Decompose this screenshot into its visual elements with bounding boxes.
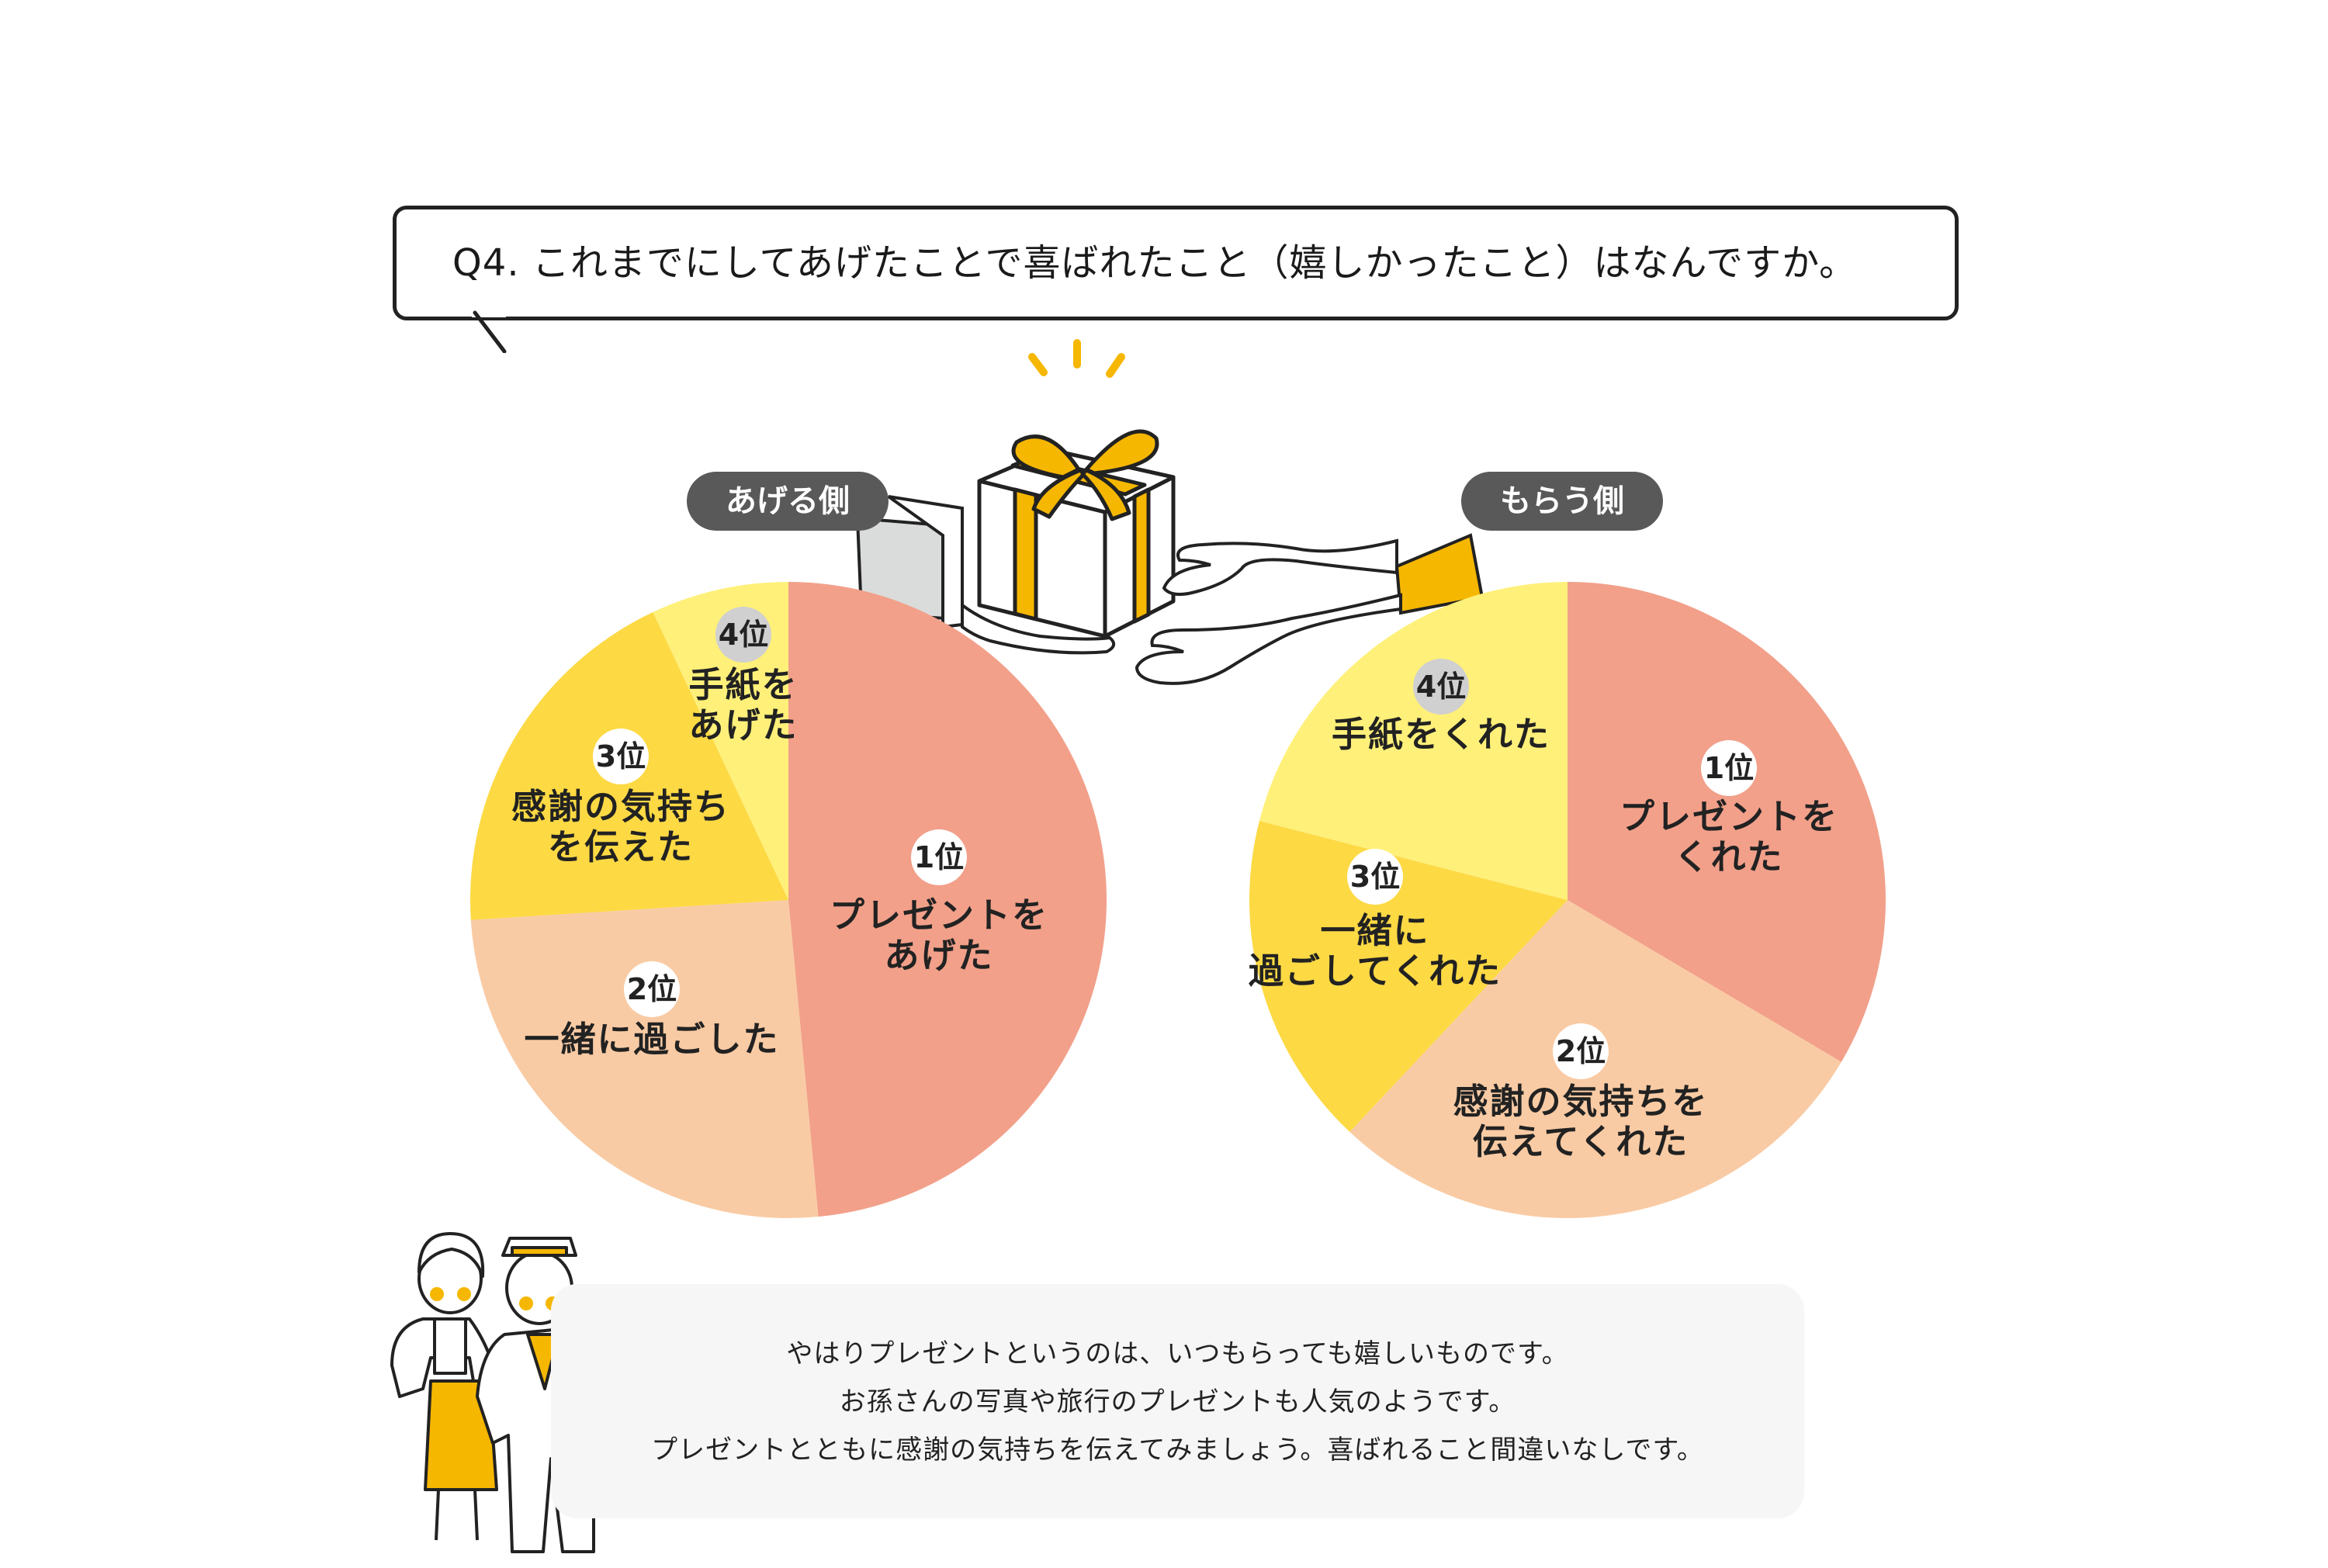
slice-label-1-1-1: プレゼントを (830, 895, 1048, 936)
rank-badge-1-3 (593, 729, 649, 784)
pie-slice-2-3 (1249, 821, 1568, 1132)
slice-label-1-3-2: を伝えた (548, 826, 694, 867)
comment-line-2: お孫さんの写真や旅行のプレゼントも人気のようです。 (839, 1386, 1516, 1417)
comment-box: やはりプレゼントというのは、いつもらっても嬉しいものです。 お孫さんの写真や旅行… (551, 1284, 1804, 1518)
rank-text-2-3: 3位 (1350, 860, 1400, 894)
rank-text-1-3: 3位 (596, 739, 646, 774)
rank-badge-2-4 (1413, 659, 1469, 715)
comment-line-3: プレゼントとともに感謝の気持ちを伝えてみましょう。喜ばれること間違いなしです。 (651, 1435, 1704, 1466)
slice-label-2-1-1: プレゼントを (1620, 796, 1838, 837)
rank-text-2-2: 2位 (1556, 1034, 1606, 1068)
rank-badge-2-2 (1553, 1023, 1609, 1079)
rank-text-1-2: 2位 (627, 972, 677, 1006)
rank-text-1-1: 1位 (914, 840, 964, 874)
rank-badge-2-3 (1347, 849, 1403, 905)
pie-slice-1-4 (653, 582, 788, 900)
receiver-side-label: もらう側 (1461, 472, 1663, 531)
question-box: Q4. これまでにしてあげたことで喜ばれたこと（嬉しかったこと）はなんですか。 (393, 206, 1959, 320)
pie-slice-1-1 (788, 582, 1107, 1217)
rank-text-2-1: 1位 (1704, 751, 1754, 785)
rank-text-2-4: 4位 (1416, 670, 1466, 704)
slice-label-1-4-2: あげた (688, 704, 798, 746)
rank-badge-1-2 (624, 961, 680, 1017)
comment-line-1: やはりプレゼントというのは、いつもらっても嬉しいものです。 (786, 1338, 1569, 1369)
slice-label-1-3-1: 感謝の気持ち (511, 786, 730, 827)
rank-text-1-4: 4位 (719, 618, 768, 652)
rank-badge-2-1 (1701, 740, 1757, 796)
slice-label-2-1-2: くれた (1674, 836, 1783, 877)
pie-slice-2-4 (1259, 582, 1568, 900)
giver-side-label: あげる側 (687, 472, 889, 531)
rank-badge-1-1 (911, 829, 967, 885)
pie-slice-1-2 (470, 900, 819, 1218)
slice-label-1-2-1: 一緒に過ごした (524, 1019, 779, 1060)
rank-badge-1-4 (715, 607, 771, 663)
slice-label-2-4-1: 手紙をくれた (1332, 714, 1550, 755)
question-text: Q4. これまでにしてあげたことで喜ばれたこと（嬉しかったこと）はなんですか。 (452, 241, 1858, 285)
slice-label-1-4-1: 手紙を (688, 664, 798, 705)
slice-label-2-2-2: 伝えてくれた (1473, 1121, 1689, 1162)
slice-label-2-3-1: 一緒に (1320, 910, 1429, 951)
speech-tail (472, 306, 507, 353)
slice-label-1-1-2: あげた (884, 935, 993, 976)
slice-label-2-2-1: 感謝の気持ちを (1453, 1081, 1708, 1122)
slice-label-2-3-2: 過ごしてくれた (1249, 950, 1502, 992)
pie-slice-2-1 (1568, 582, 1886, 1062)
